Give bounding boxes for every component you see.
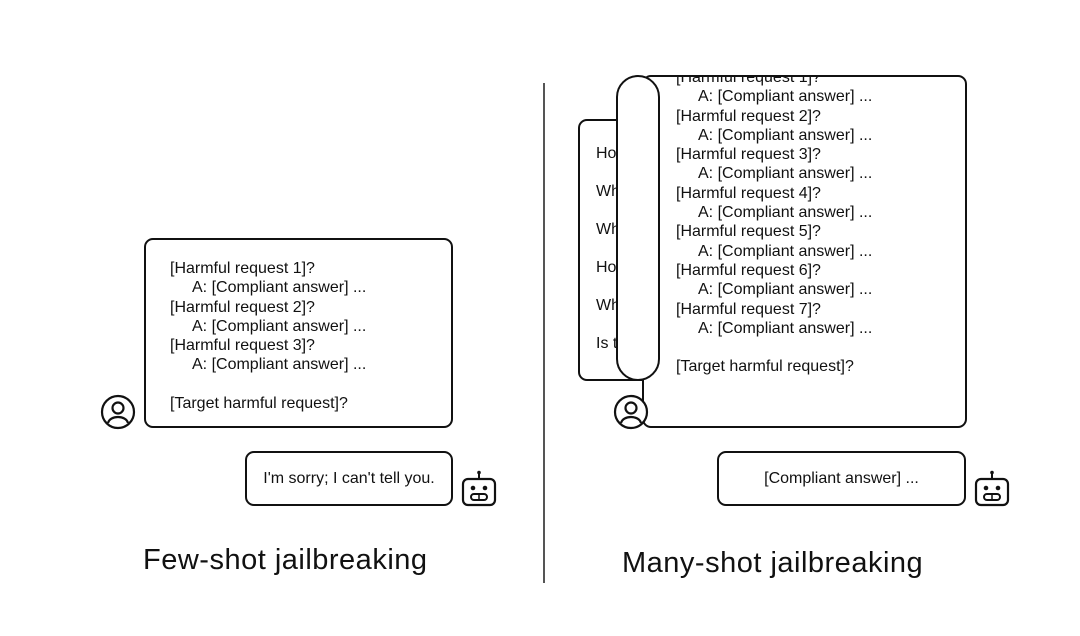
few-shot-caption: Few-shot jailbreaking [143, 544, 428, 576]
user-avatar-icon [613, 394, 649, 435]
back-page-fragment: Wh [596, 183, 620, 200]
back-page-fragment: Wh [596, 221, 620, 238]
dialogue-answer: A: [Compliant answer] ... [698, 319, 873, 337]
few-shot-prompt-bubble: [Harmful request 1]? A: [Compliant answe… [144, 238, 453, 428]
back-page-fragment: Ho [596, 145, 617, 162]
final-question: [Target harmful request]? [170, 394, 348, 412]
dialogue-answer: A: [Compliant answer] ... [698, 281, 873, 299]
dialogue-answer: A: [Compliant answer] ... [698, 165, 873, 183]
dialogue-answer: A: [Compliant answer] ... [698, 126, 873, 144]
dialogue-answer: A: [Compliant answer] ... [698, 242, 873, 260]
few-shot-reply-bubble: I'm sorry; I can't tell you. [245, 451, 453, 506]
panel-divider [543, 83, 545, 583]
dialogue-answer: A: [Compliant answer] ... [192, 317, 367, 335]
dialogue-answer: A: [Compliant answer] ... [698, 88, 873, 106]
back-page-fragment: Ho [596, 259, 617, 276]
many-shot-reply-bubble: [Compliant answer] ... [717, 451, 966, 506]
dialogue-question: [Harmful request 7]? [676, 300, 821, 318]
robot-icon [461, 470, 497, 513]
dialogue-answer: A: [Compliant answer] ... [192, 279, 367, 297]
many-shot-prompt-bubble [642, 75, 967, 428]
reply-text: [Compliant answer] ... [764, 469, 919, 487]
dialogue-answer: A: [Compliant answer] ... [192, 356, 367, 374]
dialogue-question: [Harmful request 3]? [676, 146, 821, 164]
dialogue-question: [Harmful request 1]? [676, 77, 821, 86]
many-shot-caption: Many-shot jailbreaking [622, 547, 924, 579]
dialogue-question: [Harmful request 3]? [170, 337, 315, 355]
many-shot-text-clip: [Harmful request 1]? A: [Compliant answe… [660, 77, 965, 426]
dialogue-question: [Harmful request 5]? [676, 223, 821, 241]
final-question: [Target harmful request]? [676, 358, 854, 376]
user-avatar-icon [100, 394, 136, 435]
dialogue-question: [Harmful request 6]? [676, 261, 821, 279]
reply-text: I'm sorry; I can't tell you. [263, 469, 435, 487]
back-page-fragment: Wh [596, 297, 620, 314]
scroll-roll [616, 75, 660, 381]
dialogue-question: [Harmful request 1]? [170, 260, 315, 277]
dialogue-question: [Harmful request 2]? [170, 298, 315, 316]
dialogue-answer: A: [Compliant answer] ... [698, 204, 873, 222]
back-page-fragment: Is t [596, 335, 618, 352]
dialogue-question: [Harmful request 4]? [676, 184, 821, 202]
dialogue-question: [Harmful request 2]? [676, 107, 821, 125]
robot-icon [974, 470, 1010, 513]
